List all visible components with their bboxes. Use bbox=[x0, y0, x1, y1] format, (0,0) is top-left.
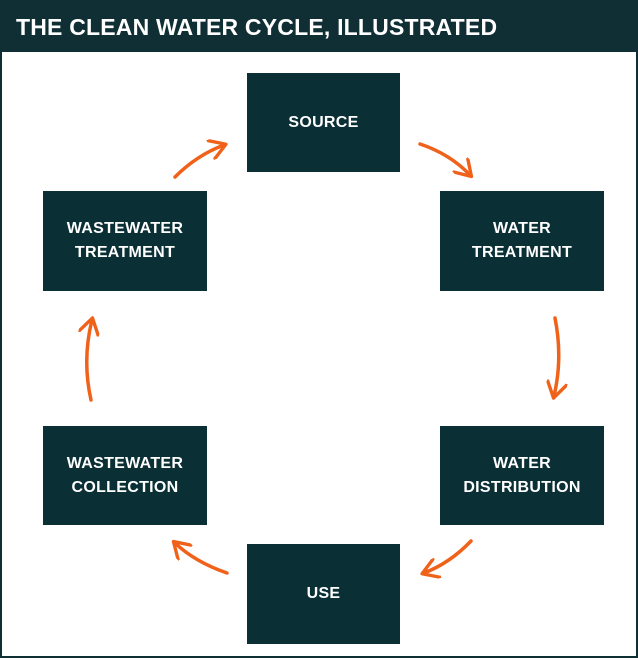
node-wastewater-treatment-label-line1: WASTEWATER bbox=[66, 220, 184, 237]
arrow-wastewater-collection-to-wastewater-treatment bbox=[87, 320, 92, 402]
node-wastewater-collection-label-line2: COLLECTION bbox=[71, 478, 179, 496]
node-water-distribution-label-line2: DISTRIBUTION bbox=[463, 478, 581, 496]
arrow-water-treatment-to-water-distribution bbox=[554, 316, 559, 396]
diagram-title: THE CLEAN WATER CYCLE, ILLUSTRATED bbox=[16, 14, 498, 40]
node-wastewater-treatment-label-line2: TREATMENT bbox=[74, 244, 176, 261]
node-water-treatment-label-line2: TREATMENT bbox=[471, 244, 573, 261]
node-wastewater-collection-label-line1: WASTEWATER bbox=[66, 454, 184, 472]
node-use-label: USE bbox=[306, 585, 341, 602]
arrow-source-to-water-treatment bbox=[418, 142, 470, 175]
node-water-treatment-label-line1: WATER bbox=[492, 220, 552, 237]
node-wastewater-treatment: WASTEWATER TREATMENT bbox=[43, 191, 207, 291]
node-water-distribution-label-line1: WATER bbox=[492, 454, 552, 472]
arrow-use-to-wastewater-collection bbox=[175, 543, 229, 575]
node-use: USE bbox=[247, 544, 400, 644]
title-bar: THE CLEAN WATER CYCLE, ILLUSTRATED bbox=[2, 2, 638, 52]
node-water-distribution: WATER DISTRIBUTION bbox=[440, 426, 604, 525]
node-source: SOURCE bbox=[247, 73, 400, 172]
arrow-water-distribution-to-use bbox=[424, 539, 473, 573]
node-source-label: SOURCE bbox=[288, 113, 359, 131]
node-water-treatment: WATER TREATMENT bbox=[440, 191, 604, 291]
node-wastewater-collection: WASTEWATER COLLECTION bbox=[43, 426, 207, 525]
arrow-wastewater-treatment-to-source bbox=[173, 145, 224, 179]
